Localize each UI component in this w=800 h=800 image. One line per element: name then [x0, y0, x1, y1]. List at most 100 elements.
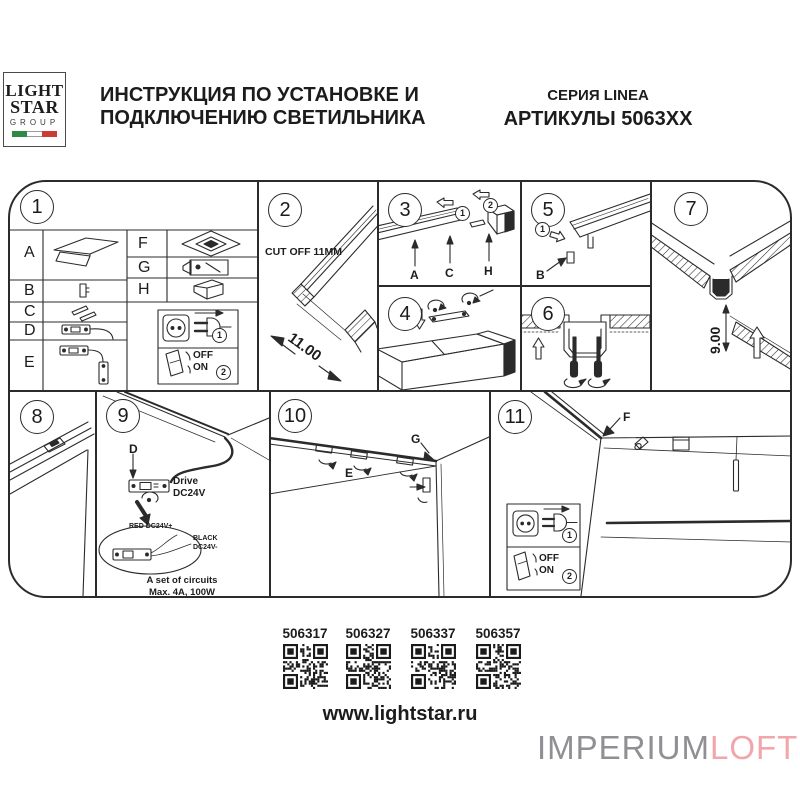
- step-number-7: 7: [674, 192, 708, 226]
- detail-bubble: [98, 525, 202, 575]
- driver-box: [128, 479, 170, 493]
- lamp-module-icon: [53, 237, 119, 267]
- driver-box-detail: [112, 548, 152, 561]
- socket-icon: [162, 314, 190, 342]
- up-arrow: [532, 337, 545, 360]
- order-badge-1: 1: [535, 222, 550, 237]
- order-badge-2: 2: [483, 198, 498, 213]
- depth-dimension: [722, 304, 730, 352]
- wire-red-label: RED DC24V+: [129, 523, 173, 530]
- box-lamp-icon: [672, 436, 690, 451]
- product-qr-506337: 506337: [408, 626, 458, 689]
- part-label-c: C: [445, 266, 454, 280]
- clip-icon: [396, 456, 418, 482]
- step-number-4: 4: [388, 297, 422, 331]
- part-label-b: B: [536, 268, 545, 282]
- spot-lamp-icon: [634, 436, 649, 451]
- joint-strip: [428, 310, 470, 323]
- insert-arrow: [549, 230, 566, 243]
- corner-driver-e-icon: [59, 345, 109, 385]
- driver-label-line2: DC24V: [173, 488, 206, 499]
- row-label-b: B: [24, 282, 35, 299]
- screwdriver-icon: [587, 336, 611, 389]
- step-number-5: 5: [531, 193, 565, 227]
- order-badge-1: 1: [455, 206, 470, 221]
- part-label-e: E: [345, 466, 354, 480]
- dimension-value: 9.00: [707, 327, 723, 354]
- panel-step7-recess: 7: [650, 182, 792, 390]
- panel-step9-wiring: 9: [95, 392, 269, 596]
- divider: [10, 390, 790, 392]
- product-qr-506317: 506317: [280, 626, 330, 689]
- step-number-3: 3: [388, 193, 422, 227]
- cutoff-label: CUT OFF 11MM: [265, 246, 343, 258]
- series-label: СЕРИЯ LINEA: [547, 87, 649, 104]
- product-code: 506357: [475, 626, 521, 641]
- italy-flag-icon: [11, 131, 58, 137]
- bracket-g-icon: [182, 259, 229, 276]
- driver-d-icon: [61, 324, 114, 340]
- circuits-note-line2: Max. 4A, 100W: [149, 587, 215, 596]
- lightstar-logo: LIGHT STAR GROUP: [3, 72, 66, 147]
- screws-drawing: [377, 289, 516, 390]
- parts-table-drawing: [10, 229, 257, 390]
- step-number-10: 10: [278, 399, 312, 433]
- clips-drawing: [269, 436, 489, 596]
- plug-icon: [541, 505, 578, 532]
- panel-step11-finish: 11: [489, 392, 792, 596]
- step-number-9: 9: [106, 399, 140, 433]
- dimension-value: 11.00: [285, 329, 325, 364]
- step-number-8: 8: [20, 400, 54, 434]
- watermark-part1: IMPERIUM: [537, 729, 710, 766]
- part-label-g: G: [411, 432, 421, 446]
- product-code: 506337: [410, 626, 456, 641]
- product-code: 506327: [345, 626, 391, 641]
- switch-on-label: ON: [539, 565, 554, 576]
- row-label-c: C: [24, 303, 36, 320]
- row-label-h: H: [138, 281, 150, 298]
- qr-code: [345, 644, 391, 689]
- product-code: 506317: [282, 626, 328, 641]
- switch-off-label: OFF: [193, 350, 213, 361]
- qr-code: [475, 644, 521, 689]
- qr-code: [410, 644, 456, 689]
- screw-turn-arrows: [427, 289, 494, 313]
- end-cap-h-icon: [193, 279, 224, 300]
- step-number-6: 6: [531, 297, 565, 331]
- panel-step4-screws: 4: [377, 287, 520, 390]
- clip-icon: [315, 444, 337, 470]
- switch-step-badge: 2: [562, 569, 577, 584]
- switch-icon: [513, 551, 538, 581]
- title-line1: ИНСТРУКЦИЯ ПО УСТАНОВКЕ И: [100, 84, 419, 106]
- step-number-1: 1: [20, 190, 54, 224]
- panel-step8-mounted: 8: [10, 392, 95, 596]
- logo-line3: GROUP: [9, 118, 60, 127]
- driver-label-line1: Drive: [173, 476, 199, 487]
- part-label-a: A: [410, 268, 419, 282]
- wire-black-label-line1: BLACK: [193, 535, 218, 542]
- switch-on-label: ON: [193, 362, 208, 373]
- screwdriver-icon: [563, 336, 587, 389]
- switch-step-badge: 2: [216, 365, 231, 380]
- divider: [377, 285, 652, 287]
- website-url: www.lightstar.ru: [322, 703, 478, 725]
- row-label-d: D: [24, 322, 36, 339]
- title-line2: ПОДКЛЮЧЕНИЮ СВЕТИЛЬНИКА: [100, 107, 426, 129]
- divider: [95, 392, 97, 596]
- pins-c-icon: [71, 305, 97, 322]
- articles-label: АРТИКУЛЫ 5063XX: [503, 108, 693, 130]
- wire-black-label-line2: DC24V-: [193, 544, 218, 551]
- product-qr-506327: 506327: [343, 626, 393, 689]
- connector-drawing: [546, 193, 650, 272]
- finished-install-drawing: [506, 392, 792, 596]
- power-box: [157, 309, 239, 385]
- row-label-a: A: [24, 244, 35, 261]
- dimension-arrows: [270, 335, 342, 382]
- panel-step6-fasten: 6: [520, 287, 650, 390]
- wiring-drawing: [98, 392, 269, 575]
- panel-step5-connector: 5 1 B: [520, 182, 650, 285]
- power-wire: [169, 436, 234, 484]
- row-label-f: F: [138, 235, 148, 252]
- connector-b-icon: [79, 283, 90, 298]
